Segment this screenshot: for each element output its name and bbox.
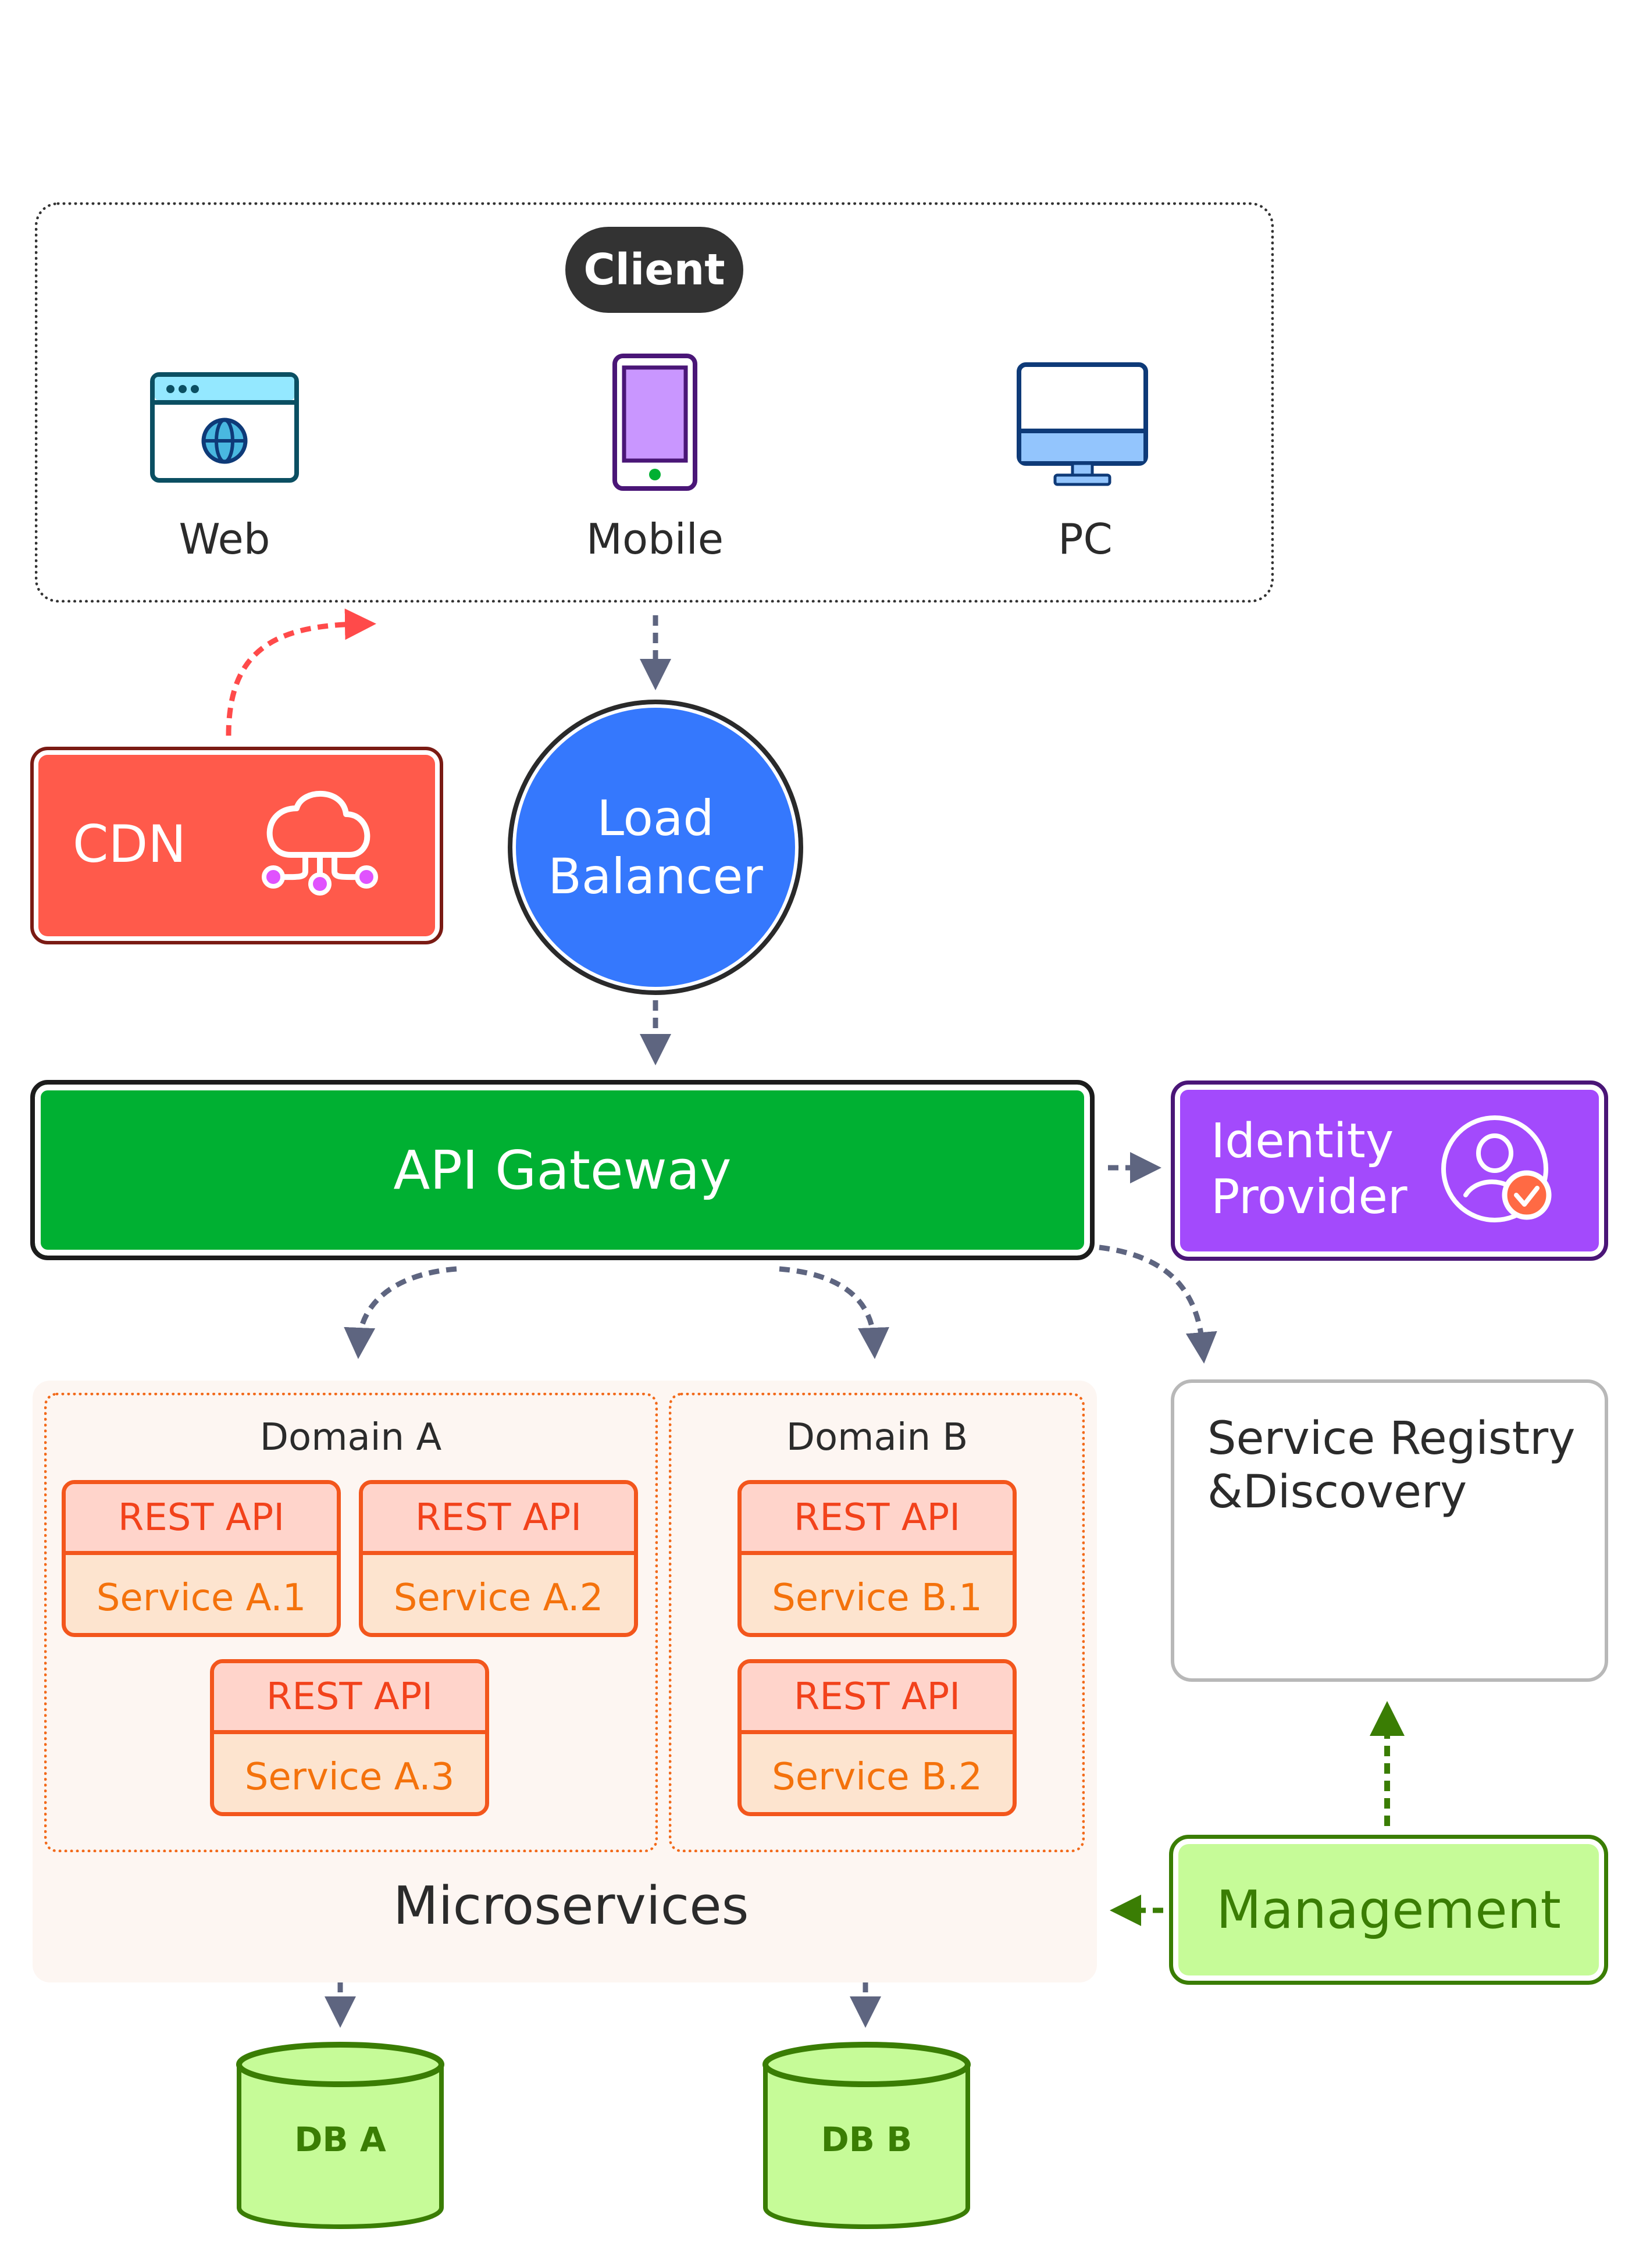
database-icon <box>762 2042 971 2229</box>
device-label-web: Web <box>179 515 270 564</box>
management-node[interactable]: Management <box>1169 1835 1608 1985</box>
service-a3-name: Service A.3 <box>244 1756 455 1799</box>
service-a1-name: Service A.1 <box>96 1577 307 1620</box>
service-a2-name: Service A.2 <box>393 1577 604 1620</box>
client-group <box>35 202 1274 602</box>
service-b1-name: Service B.1 <box>772 1577 982 1620</box>
db-b-cylinder[interactable] <box>762 2040 971 2234</box>
service-a2-api: REST API <box>363 1484 634 1555</box>
service-a3[interactable]: REST API Service A.3 <box>210 1659 489 1816</box>
identity-provider-label: Identity Provider <box>1211 1114 1407 1225</box>
domain-a-group <box>44 1393 658 1852</box>
arrow-gateway-to-registry <box>1099 1244 1217 1364</box>
arrow-gateway-to-domain-b <box>779 1266 889 1359</box>
domain-b-title: Domain B <box>786 1416 968 1459</box>
cdn-label: CDN <box>73 814 187 874</box>
user-verified-icon <box>1439 1114 1562 1232</box>
arrow-cdn-to-client <box>226 608 376 736</box>
arrow-gateway-to-domain-a <box>344 1266 457 1359</box>
service-a2[interactable]: REST API Service A.2 <box>359 1480 638 1637</box>
cdn-node[interactable] <box>30 747 443 944</box>
device-label-mobile: Mobile <box>586 515 724 564</box>
domain-a-title: Domain A <box>259 1416 442 1459</box>
device-label-pc: PC <box>1058 515 1113 564</box>
load-balancer-line2: Balancer <box>548 848 763 905</box>
desktop-monitor-icon <box>1017 362 1148 490</box>
service-registry-line2: &Discovery <box>1207 1466 1467 1518</box>
identity-provider-node[interactable] <box>1171 1080 1608 1261</box>
service-b2-api: REST API <box>742 1663 1013 1734</box>
service-b2-name: Service B.2 <box>772 1756 982 1799</box>
domain-b-group <box>669 1393 1085 1852</box>
service-registry-label: Service Registry &Discovery <box>1207 1412 1575 1519</box>
api-gateway-node[interactable]: API Gateway <box>30 1080 1095 1260</box>
service-b2[interactable]: REST API Service B.2 <box>737 1659 1017 1816</box>
service-b1[interactable]: REST API Service B.1 <box>737 1480 1017 1637</box>
smartphone-icon <box>612 354 697 493</box>
client-title: Client <box>565 227 743 313</box>
db-a-cylinder[interactable] <box>236 2040 445 2234</box>
identity-provider-line1: Identity <box>1211 1114 1394 1169</box>
management-label: Management <box>1216 1879 1561 1941</box>
db-b-label: DB B <box>821 2120 913 2159</box>
database-icon <box>236 2042 444 2229</box>
api-gateway-label: API Gateway <box>393 1139 732 1201</box>
service-a1[interactable]: REST API Service A.1 <box>62 1480 341 1637</box>
service-registry-line1: Service Registry <box>1207 1413 1576 1465</box>
db-a-label: DB A <box>294 2120 386 2159</box>
microservices-label: Microservices <box>393 1875 749 1937</box>
browser-globe-icon <box>150 372 299 485</box>
identity-provider-line2: Provider <box>1211 1169 1407 1225</box>
service-registry-node[interactable] <box>1171 1379 1608 1682</box>
service-b1-api: REST API <box>742 1484 1013 1555</box>
service-a1-api: REST API <box>66 1484 337 1555</box>
cloud-network-icon <box>250 785 390 904</box>
service-a3-api: REST API <box>214 1663 485 1734</box>
load-balancer-node[interactable]: Load Balancer <box>508 700 803 995</box>
load-balancer-line1: Load <box>597 790 714 847</box>
